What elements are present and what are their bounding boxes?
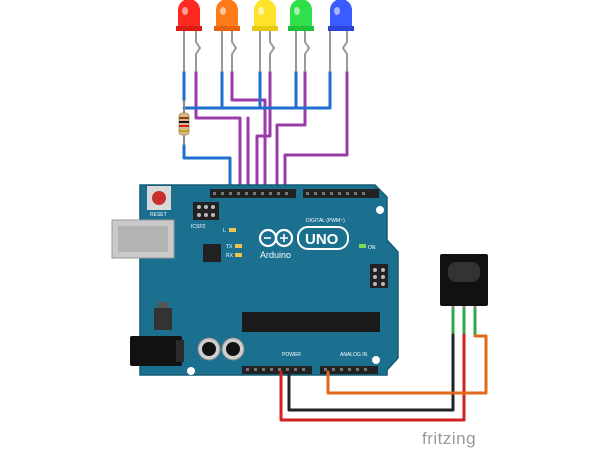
mount-hole [187,367,195,375]
led-blue [328,0,354,72]
reset-button: RESET [147,186,171,218]
resistor [178,100,190,145]
wire-led3-signal [255,70,272,197]
led-orange [214,0,240,72]
tx-label: TX [226,244,233,250]
led-red [176,0,202,72]
on-label: ON [368,245,376,251]
icsp-header [370,264,388,288]
voltage-regulator [154,308,172,330]
status-leds: L TX RX [223,228,242,259]
l-label: L [223,228,226,234]
usb-chip [203,244,221,262]
led-yellow [252,0,278,72]
reset-label: RESET [150,212,167,218]
arduino-logo: Arduino UNO [258,226,349,260]
wire-led2-signal [230,70,267,197]
wire-ground-to-board [182,143,232,197]
wire-signal [326,334,488,395]
on-led: ON [359,244,376,251]
analog-header: ANALOG IN [320,352,378,374]
usb-connector [111,219,175,259]
wire-led5-signal [283,70,349,197]
fritzing-watermark: fritzing [422,429,476,448]
led-row [176,0,354,72]
wire-ground-bus [182,70,332,110]
mount-hole [372,356,380,364]
mount-hole [376,206,384,214]
atmega-chip [242,312,380,332]
digital-label: DIGITAL (PWM~) [306,218,345,224]
wire-vcc [279,333,466,422]
icsp2-label: ICSP2 [191,224,206,230]
capacitors [197,337,245,361]
wire-led4-signal [275,70,307,197]
wire-gnd [287,333,455,412]
led-wiring [182,70,349,197]
icsp2-header: ICSP2 [191,202,219,230]
model-text: UNO [305,231,339,248]
power-label: POWER [282,352,301,358]
rx-label: RX [226,253,234,259]
arduino-board: RESET ICSP2 DIGITAL (PWM~) [111,184,399,376]
wire-led1-signal [194,70,242,197]
power-jack [130,336,184,366]
sensor-wiring [279,308,488,422]
brand-text: Arduino [260,250,291,260]
power-header: POWER [242,352,312,374]
digital-header: DIGITAL (PWM~) [210,189,379,224]
analog-label: ANALOG IN [340,352,368,358]
led-green [288,0,314,72]
